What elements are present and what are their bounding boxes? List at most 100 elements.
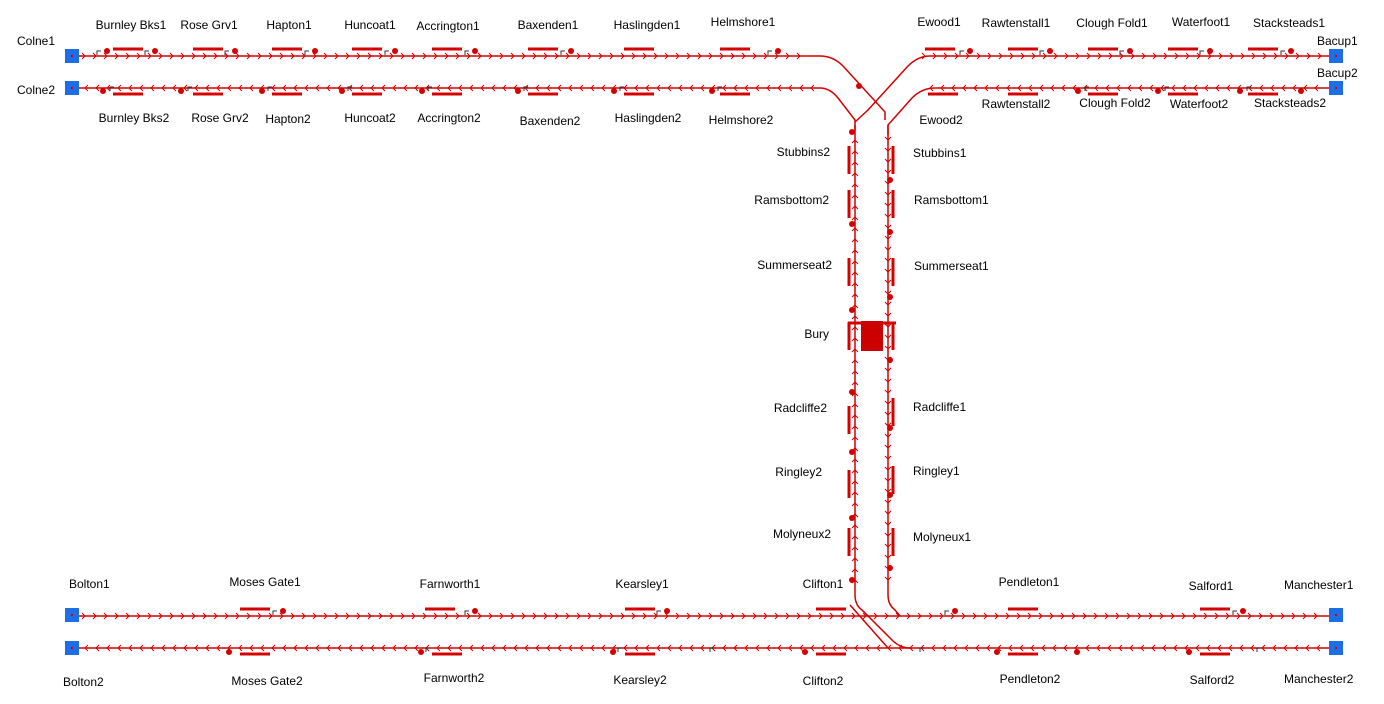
arrow-bacup1 bbox=[965, 52, 970, 60]
arrow-bolton2 bbox=[337, 644, 342, 652]
arrow-bacup1 bbox=[1218, 52, 1223, 60]
arrow-bacup2 bbox=[1270, 84, 1275, 92]
arrow-bolton1 bbox=[103, 612, 108, 620]
signal-vertical-left bbox=[849, 577, 855, 583]
stop-right-row1 bbox=[1119, 50, 1124, 55]
arrow-up-vertical bbox=[884, 147, 892, 152]
arrow-bolton1 bbox=[972, 612, 977, 620]
arrow-bolton1 bbox=[114, 612, 119, 620]
arrow-colne1 bbox=[576, 52, 581, 60]
arrow-colne1 bbox=[169, 52, 174, 60]
arrow-bolton2 bbox=[887, 644, 892, 652]
arrow-colne2 bbox=[502, 84, 507, 92]
arrow-bolton1 bbox=[279, 612, 284, 620]
arrow-bacup2 bbox=[1138, 84, 1143, 92]
arrow-bolton1 bbox=[774, 612, 779, 620]
arrow-colne1 bbox=[554, 52, 559, 60]
arrow-bolton1 bbox=[1148, 612, 1153, 620]
arrow-bolton1 bbox=[598, 612, 603, 620]
arrow-bacup2 bbox=[973, 84, 978, 92]
stop-bottom-row1 bbox=[272, 610, 277, 615]
stop-top-row1 bbox=[224, 50, 229, 55]
waterfoot1-label: Waterfoot1 bbox=[1171, 15, 1231, 29]
arrow-up-vertical bbox=[884, 290, 892, 295]
arrow-bolton2 bbox=[1206, 644, 1211, 652]
arrow-bolton2 bbox=[524, 644, 529, 652]
bolton1-terminal[interactable] bbox=[65, 608, 79, 622]
arrow-bolton1 bbox=[411, 612, 416, 620]
stop-top-row2 bbox=[717, 86, 722, 91]
bacup1-terminal[interactable] bbox=[1329, 49, 1343, 63]
arrow-bolton2 bbox=[557, 644, 562, 652]
summerseat1-label: Summerseat1 bbox=[914, 259, 989, 273]
arrow-bolton1 bbox=[345, 612, 350, 620]
signal-right-row1 bbox=[1207, 48, 1213, 54]
arrow-bolton1 bbox=[301, 612, 306, 620]
arrow-bolton1 bbox=[906, 612, 911, 620]
arrow-colne1 bbox=[752, 52, 757, 60]
arrow-bolton1 bbox=[1291, 612, 1296, 620]
arrow-bacup1 bbox=[1031, 52, 1036, 60]
arrow-bolton2 bbox=[601, 644, 606, 652]
track-clifton-crossover bbox=[849, 604, 889, 649]
arrow-down-vertical bbox=[851, 260, 859, 265]
signal-bottom-row2 bbox=[994, 649, 1000, 655]
arrow-up-vertical bbox=[884, 532, 892, 537]
stop-marker-layer bbox=[96, 50, 1285, 652]
arrow-down-vertical bbox=[851, 502, 859, 507]
arrow-colne2 bbox=[381, 84, 386, 92]
arrow-colne2 bbox=[755, 84, 760, 92]
arrow-down-vertical bbox=[851, 469, 859, 474]
kearsley2-label: Kearsley2 bbox=[613, 673, 667, 687]
arrow-colne1 bbox=[609, 52, 614, 60]
accrington2-label: Accrington2 bbox=[417, 111, 481, 125]
bolton2-terminal[interactable] bbox=[65, 641, 79, 655]
signal-vertical-right bbox=[887, 492, 893, 498]
arrow-colne1 bbox=[345, 52, 350, 60]
stop-bottom-row2 bbox=[617, 647, 622, 652]
stop-top-row2 bbox=[267, 86, 272, 91]
manchester1-terminal[interactable] bbox=[1329, 608, 1343, 622]
arrow-colne1 bbox=[235, 52, 240, 60]
arrow-bolton1 bbox=[1203, 612, 1208, 620]
signal-top-row2 bbox=[709, 88, 715, 94]
arrow-bolton1 bbox=[752, 612, 757, 620]
ramsbottom2-label: Ramsbottom2 bbox=[754, 193, 829, 207]
arrow-bacup2 bbox=[1182, 84, 1187, 92]
signal-vertical-right bbox=[887, 229, 893, 235]
molyneux2-label: Molyneux2 bbox=[772, 527, 831, 541]
signal-top-row2 bbox=[611, 88, 617, 94]
arrow-bolton1 bbox=[1016, 612, 1021, 620]
stop-right-row2 bbox=[1246, 86, 1251, 91]
arrow-up-vertical bbox=[884, 191, 892, 196]
arrow-bolton2 bbox=[986, 644, 991, 652]
arrow-bolton1 bbox=[466, 612, 471, 620]
arrow-bacup2 bbox=[1017, 84, 1022, 92]
arrow-colne2 bbox=[568, 84, 573, 92]
arrow-colne2 bbox=[293, 84, 298, 92]
colne2-label: Colne2 bbox=[17, 83, 56, 97]
arrow-bolton2 bbox=[1096, 644, 1101, 652]
signal-top-row1 bbox=[472, 48, 478, 54]
arrow-bolton2 bbox=[821, 644, 826, 652]
arrow-bacup2 bbox=[1215, 84, 1220, 92]
colne1-terminal[interactable] bbox=[65, 49, 79, 63]
signal-top-row1 bbox=[232, 48, 238, 54]
arrow-bolton1 bbox=[840, 612, 845, 620]
arrow-colne2 bbox=[458, 84, 463, 92]
arrow-bacup2 bbox=[1116, 84, 1121, 92]
manchester2-terminal[interactable] bbox=[1329, 641, 1343, 655]
arrow-bacup1 bbox=[1229, 52, 1234, 60]
signal-top-row2 bbox=[259, 88, 265, 94]
manchester1-label: Manchester1 bbox=[1284, 578, 1354, 592]
arrow-colne2 bbox=[689, 84, 694, 92]
arrow-bolton2 bbox=[733, 644, 738, 652]
arrow-bolton1 bbox=[653, 612, 658, 620]
bacup2-terminal[interactable] bbox=[1329, 81, 1343, 95]
moses-gate1-label: Moses Gate1 bbox=[229, 575, 301, 589]
arrow-colne1 bbox=[378, 52, 383, 60]
colne2-terminal[interactable] bbox=[65, 81, 79, 95]
arrow-down-vertical bbox=[851, 161, 859, 166]
arrow-bolton1 bbox=[741, 612, 746, 620]
stop-right-row2 bbox=[1164, 86, 1169, 91]
